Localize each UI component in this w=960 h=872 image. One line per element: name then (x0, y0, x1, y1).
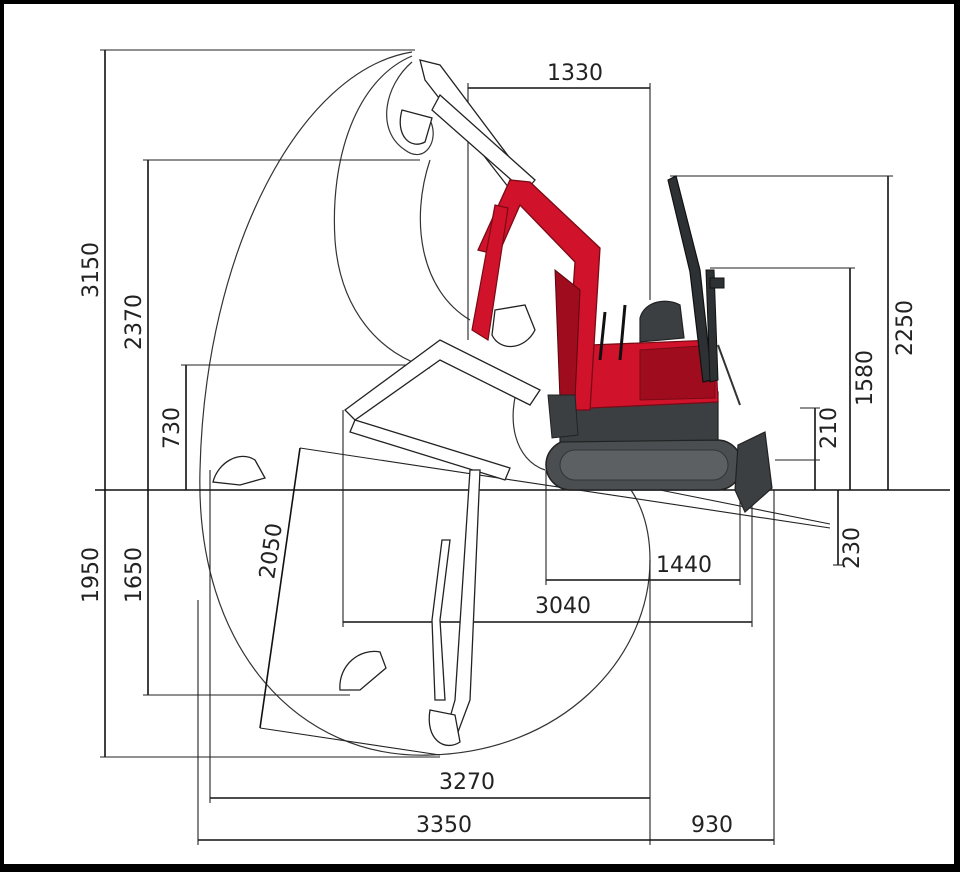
dim-3350-lines (197, 600, 650, 845)
dim-1580-lines (710, 267, 855, 490)
diagram-frame: 1330 3150 2370 730 2250 1580 210 230 195… (4, 4, 954, 864)
label-3150: 3150 (79, 242, 104, 298)
dim-210-lines (775, 407, 820, 490)
max-reach-envelope (199, 51, 651, 756)
label-1580: 1580 (853, 350, 878, 406)
arm (471, 204, 509, 341)
control-lever-1 (598, 311, 607, 361)
arm-raised-outline (399, 59, 546, 216)
dim-2370-lines (143, 159, 420, 490)
label-1950: 1950 (79, 547, 104, 603)
near-reach-envelope (419, 159, 471, 321)
label-1330: 1330 (547, 61, 603, 86)
arm-lowered-outline (344, 339, 541, 481)
bucket-raised (491, 304, 536, 348)
exhaust (709, 277, 725, 289)
arm-digging-outline (428, 469, 481, 747)
dim-730-lines (181, 364, 430, 490)
label-2250: 2250 (893, 300, 918, 356)
dim-1950-lines (100, 490, 440, 758)
excavator-machine (471, 175, 773, 513)
swing-post (547, 394, 579, 439)
dim-230-lines (833, 490, 843, 566)
label-730: 730 (160, 407, 185, 449)
label-3270: 3270 (439, 770, 495, 795)
dim-3270-lines (209, 470, 651, 845)
dim-2250-lines (670, 175, 893, 490)
dozer-blade (734, 431, 773, 513)
inner-reach-envelope (333, 55, 431, 369)
track-inner (559, 449, 729, 481)
dim-3040-lines (342, 410, 753, 627)
rear-stay (717, 344, 741, 406)
counterweight (639, 344, 716, 401)
label-210: 210 (817, 407, 842, 449)
rops-frame-rear (705, 269, 719, 383)
label-3040: 3040 (535, 594, 591, 619)
dim-1650-lines (143, 490, 350, 696)
bucket-far-left (212, 455, 266, 486)
boom-cylinder (554, 268, 581, 401)
label-1440: 1440 (656, 553, 712, 578)
label-930: 930 (691, 813, 733, 838)
label-2370: 2370 (122, 294, 147, 350)
dim-1440-lines (545, 470, 741, 585)
dim-2050-lines (259, 447, 441, 756)
label-230: 230 (840, 527, 865, 569)
control-lever-2 (618, 304, 627, 361)
excavator-dimension-drawing: 1330 3150 2370 730 2250 1580 210 230 195… (79, 49, 950, 845)
dim-3150-lines (100, 49, 415, 490)
label-3350: 3350 (416, 813, 472, 838)
operator-seat (639, 300, 685, 343)
label-1650: 1650 (122, 547, 147, 603)
bucket-curl-arc (386, 61, 434, 156)
dim-930-lines (650, 490, 775, 845)
bucket-lower-left (339, 650, 387, 691)
